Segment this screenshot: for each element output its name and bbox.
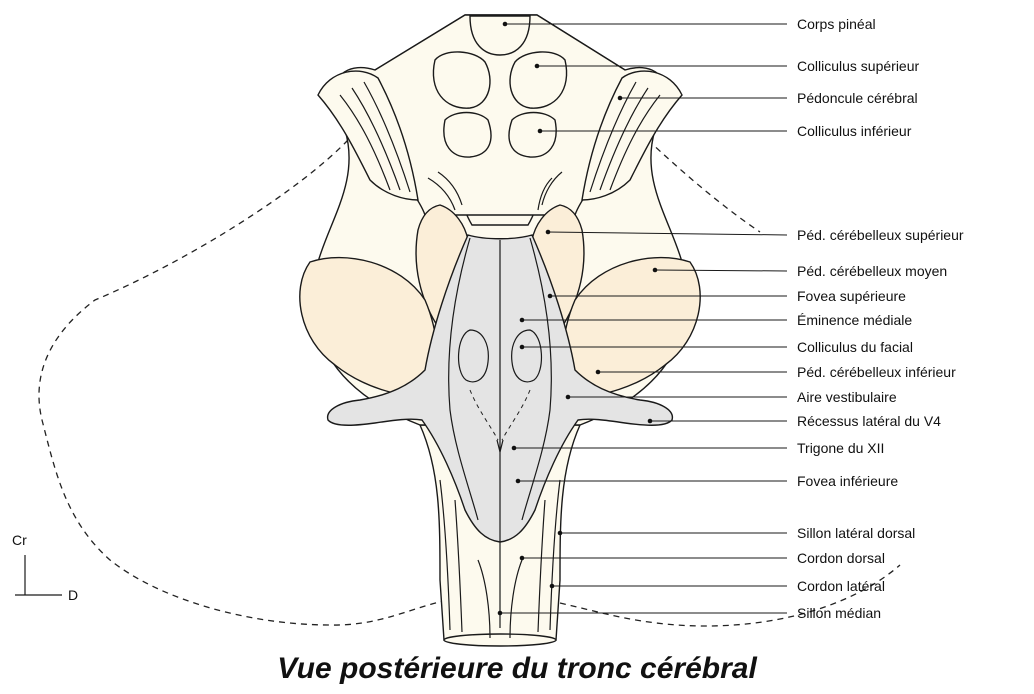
- leader-dot-fovea-superieure: [547, 293, 553, 299]
- label-ped-cerebelleux-moyen: Péd. cérébelleux moyen: [797, 263, 947, 279]
- diagram-title: Vue postérieure du tronc cérébral: [277, 652, 757, 685]
- label-cordon-lateral: Cordon latéral: [797, 578, 885, 594]
- leader-dot-cordon-lateral: [549, 583, 555, 589]
- leader-dot-recessus-lateral-du-v4: [647, 418, 653, 424]
- inferior-colliculus-right: [508, 111, 557, 158]
- cranial-label: Cr: [12, 532, 27, 548]
- facial-colliculus-right: [511, 329, 543, 383]
- leader-dot-aire-vestibulaire: [565, 394, 571, 400]
- leader-line-ped-cerebelleux-superieur: [547, 231, 788, 236]
- leader-dot-cordon-dorsal: [519, 555, 525, 561]
- leader-dot-ped-cerebelleux-superieur: [545, 229, 551, 235]
- label-colliculus-du-facial: Colliculus du facial: [797, 339, 913, 355]
- label-ped-cerebelleux-inferieur: Péd. cérébelleux inférieur: [797, 364, 956, 380]
- cerebellum-outline: [38, 139, 901, 627]
- label-fovea-inferieure: Fovea inférieure: [797, 473, 898, 489]
- superior-colliculus-left: [432, 51, 491, 109]
- leader-dot-sillon-median: [497, 610, 503, 616]
- label-sillon-median: Sillon médian: [797, 605, 881, 621]
- label-eminence-mediale: Éminence médiale: [797, 312, 912, 328]
- leader-dot-fovea-inferieure: [515, 478, 521, 484]
- inferior-colliculus-left: [443, 111, 492, 158]
- label-colliculus-inferieur: Colliculus inférieur: [797, 123, 912, 139]
- label-pedoncule-cerebral: Pédoncule cérébral: [797, 90, 918, 106]
- dorsal-label: D: [68, 587, 78, 603]
- label-cordon-dorsal: Cordon dorsal: [797, 550, 885, 566]
- label-aire-vestibulaire: Aire vestibulaire: [797, 389, 897, 405]
- label-trigone-du-xii: Trigone du XII: [797, 440, 884, 456]
- leader-line-ped-cerebelleux-moyen: [654, 269, 788, 272]
- label-recessus-lateral-du-v4: Récessus latéral du V4: [797, 413, 941, 429]
- leader-dot-ped-cerebelleux-inferieur: [595, 369, 601, 375]
- label-corps-pineal: Corps pinéal: [797, 16, 876, 32]
- leader-dot-ped-cerebelleux-moyen: [652, 267, 658, 273]
- peduncle-left: [317, 70, 419, 201]
- peduncle-right: [581, 70, 683, 201]
- leader-dot-colliculus-inferieur: [537, 128, 543, 134]
- cerebellum-outline-right: [647, 139, 761, 233]
- pineal: [469, 15, 531, 56]
- label-sillon-lateral-dorsal: Sillon latéral dorsal: [797, 525, 915, 541]
- leader-dot-trigone-du-xii: [511, 445, 517, 451]
- cord-cut-surface: [443, 633, 557, 647]
- label-colliculus-superieur: Colliculus supérieur: [797, 58, 920, 74]
- leader-dot-colliculus-superieur: [534, 63, 540, 69]
- leader-dot-sillon-lateral-dorsal: [557, 530, 563, 536]
- leader-dot-eminence-mediale: [519, 317, 525, 323]
- label-ped-cerebelleux-superieur: Péd. cérébelleux supérieur: [797, 227, 964, 243]
- label-fovea-superieure: Fovea supérieure: [797, 288, 906, 304]
- leader-dot-corps-pineal: [502, 21, 508, 27]
- facial-colliculus-left: [457, 329, 489, 383]
- leader-dot-pedoncule-cerebral: [617, 95, 623, 101]
- leader-dot-colliculus-du-facial: [519, 344, 525, 350]
